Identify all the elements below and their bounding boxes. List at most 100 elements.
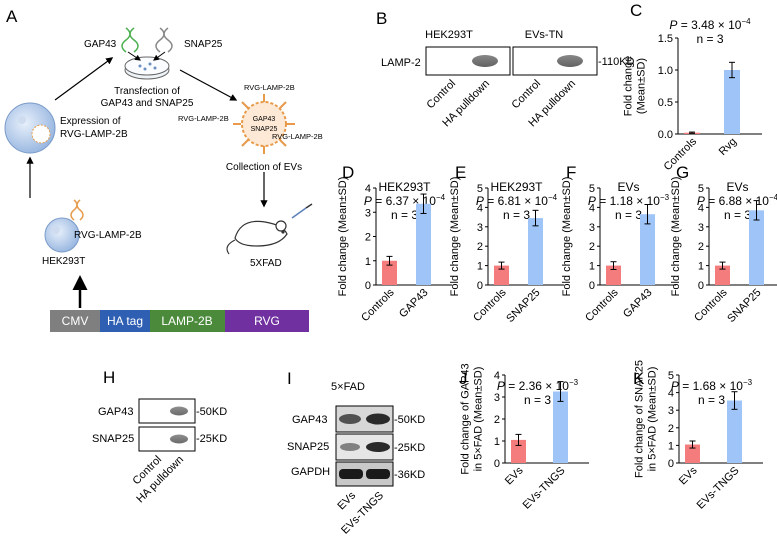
y-tick-label: 3 [668,405,674,417]
bar [553,391,568,463]
construct-lamp2b-segment [150,310,225,332]
y-tick-label: 2 [477,241,483,253]
chart-subtitle: HEK293T [490,180,543,194]
ev-cargo-gap43: GAP43 [253,116,276,123]
y-tick-label: 2 [365,232,371,244]
y-tick-label: 0.5 [658,97,673,109]
ev-surface-label: RVG-LAMP-2B [244,83,295,92]
y-axis-label: in 5×FAD (Mean±SD) [647,367,659,472]
y-axis-label: Fold change of GAP43 [460,363,472,474]
x-tick-label: EVs-TNGS [521,465,568,512]
blot-i-row-label: SNAP25 [287,441,329,453]
chart-n-label: n = 3 [524,393,551,407]
panel-letter-h: H [103,368,115,387]
bar [511,439,526,463]
panel-letter-g: G [676,163,689,182]
x-tick-label: GAP43 [621,287,655,321]
blot-band [472,55,498,67]
bar [640,214,655,285]
y-tick-label: 5 [477,183,483,195]
chart-p-value: P = 2.36 × 10−3 [497,378,579,393]
blot-band [557,55,583,67]
gap43-gene-label: GAP43 [84,39,117,50]
blot-i-row-label: GAP43 [292,414,327,426]
bar [528,218,543,285]
blot-i-size: -25KD [394,442,425,454]
panel-a-schematic: GAP43 SNAP25 Transfection of GAP43 and S… [4,27,323,332]
y-tick-label: 0 [589,280,595,292]
y-axis-label: Fold change of SNAP25 [634,360,646,478]
y-tick-label: 2 [494,414,500,426]
mouse-model-label: 5XFAD [250,258,282,269]
chart-n-label: n = 3 [615,208,642,222]
y-tick-label: 1 [668,440,674,452]
expressing-cell-icon [4,102,56,154]
y-tick-label: 4 [494,370,500,382]
x-tick-label: Rvg [717,136,739,158]
bar [382,260,397,285]
ev-surface-label: RVG-LAMP-2B [178,114,229,123]
chart-p-value: P = 6.81 × 10−4 [476,193,558,208]
arrow-to-collection [179,69,238,101]
y-tick-label: 3 [365,207,371,219]
y-tick-label: 1 [589,261,595,273]
y-tick-label: 1.0 [658,65,673,77]
panel-letter-c: C [630,1,642,20]
blot-band [170,434,188,444]
blot-band [366,469,390,479]
chart-n-label: n = 3 [696,32,723,46]
construct-lamp2b-label: LAMP-2B [161,314,212,328]
blot-i-lane-label: EVs [335,489,358,512]
panel-letter-i: I [287,369,292,388]
y-tick-label: 2 [698,241,704,253]
bar [416,203,431,285]
blot-b-header-2: EVs-TN [525,29,564,41]
blot-h-row-label: GAP43 [98,406,133,418]
blot-i-size: -36KD [394,469,425,481]
blot-h-size: -25KD [196,433,227,445]
expression-label-line1: Expression of [60,116,121,127]
chart-n-label: n = 3 [503,208,530,222]
y-tick-label: 2 [589,241,595,253]
bar [724,70,740,134]
x-tick-label: SNAP25 [725,287,763,325]
dna-icon [121,27,139,53]
transfection-label-line2: GAP43 and SNAP25 [101,98,194,109]
y-axis-label: (Mean±SD) [636,58,648,114]
syringe-icon [291,203,313,219]
y-tick-label: 3 [477,222,483,234]
construct-cmv-label: CMV [62,314,89,328]
plasmid-dna-icon [70,199,84,221]
blot-h-row-label: SNAP25 [92,433,134,445]
y-tick-label: 4 [668,388,674,400]
y-tick-label: 1 [477,261,483,273]
y-tick-label: 5 [589,183,595,195]
ev-surface-label: RVG-LAMP-2B [272,132,323,141]
panel-h-blot: GAP43 SNAP25 -50KD -25KD Control HA pull… [92,398,227,505]
chart-p-value: P = 3.48 × 10−4 [669,17,751,32]
panel-letter-e: E [455,163,466,182]
x-tick-label: SNAP25 [504,287,542,325]
arrow-to-transfection [54,57,114,101]
construct-ha-tag-segment [100,310,150,332]
extracellular-vesicle-icon [233,94,295,154]
panel-b-blot: HEK293T EVs-TN LAMP-2 -110KD Control HA … [381,29,635,129]
construct-rvg-segment [225,310,309,332]
y-tick-label: 0.0 [658,129,673,141]
blot-band [366,442,390,452]
chart-n-label: n = 3 [698,393,725,407]
y-tick-label: 3 [698,222,704,234]
blot-band [339,414,361,424]
bar [749,210,764,285]
collection-label: Collection of EVs [226,162,302,173]
construct-cmv-segment [50,310,100,332]
blot-band [339,469,363,479]
y-tick-label: 3 [589,222,595,234]
construct-rvg-label: RVG [254,314,280,328]
